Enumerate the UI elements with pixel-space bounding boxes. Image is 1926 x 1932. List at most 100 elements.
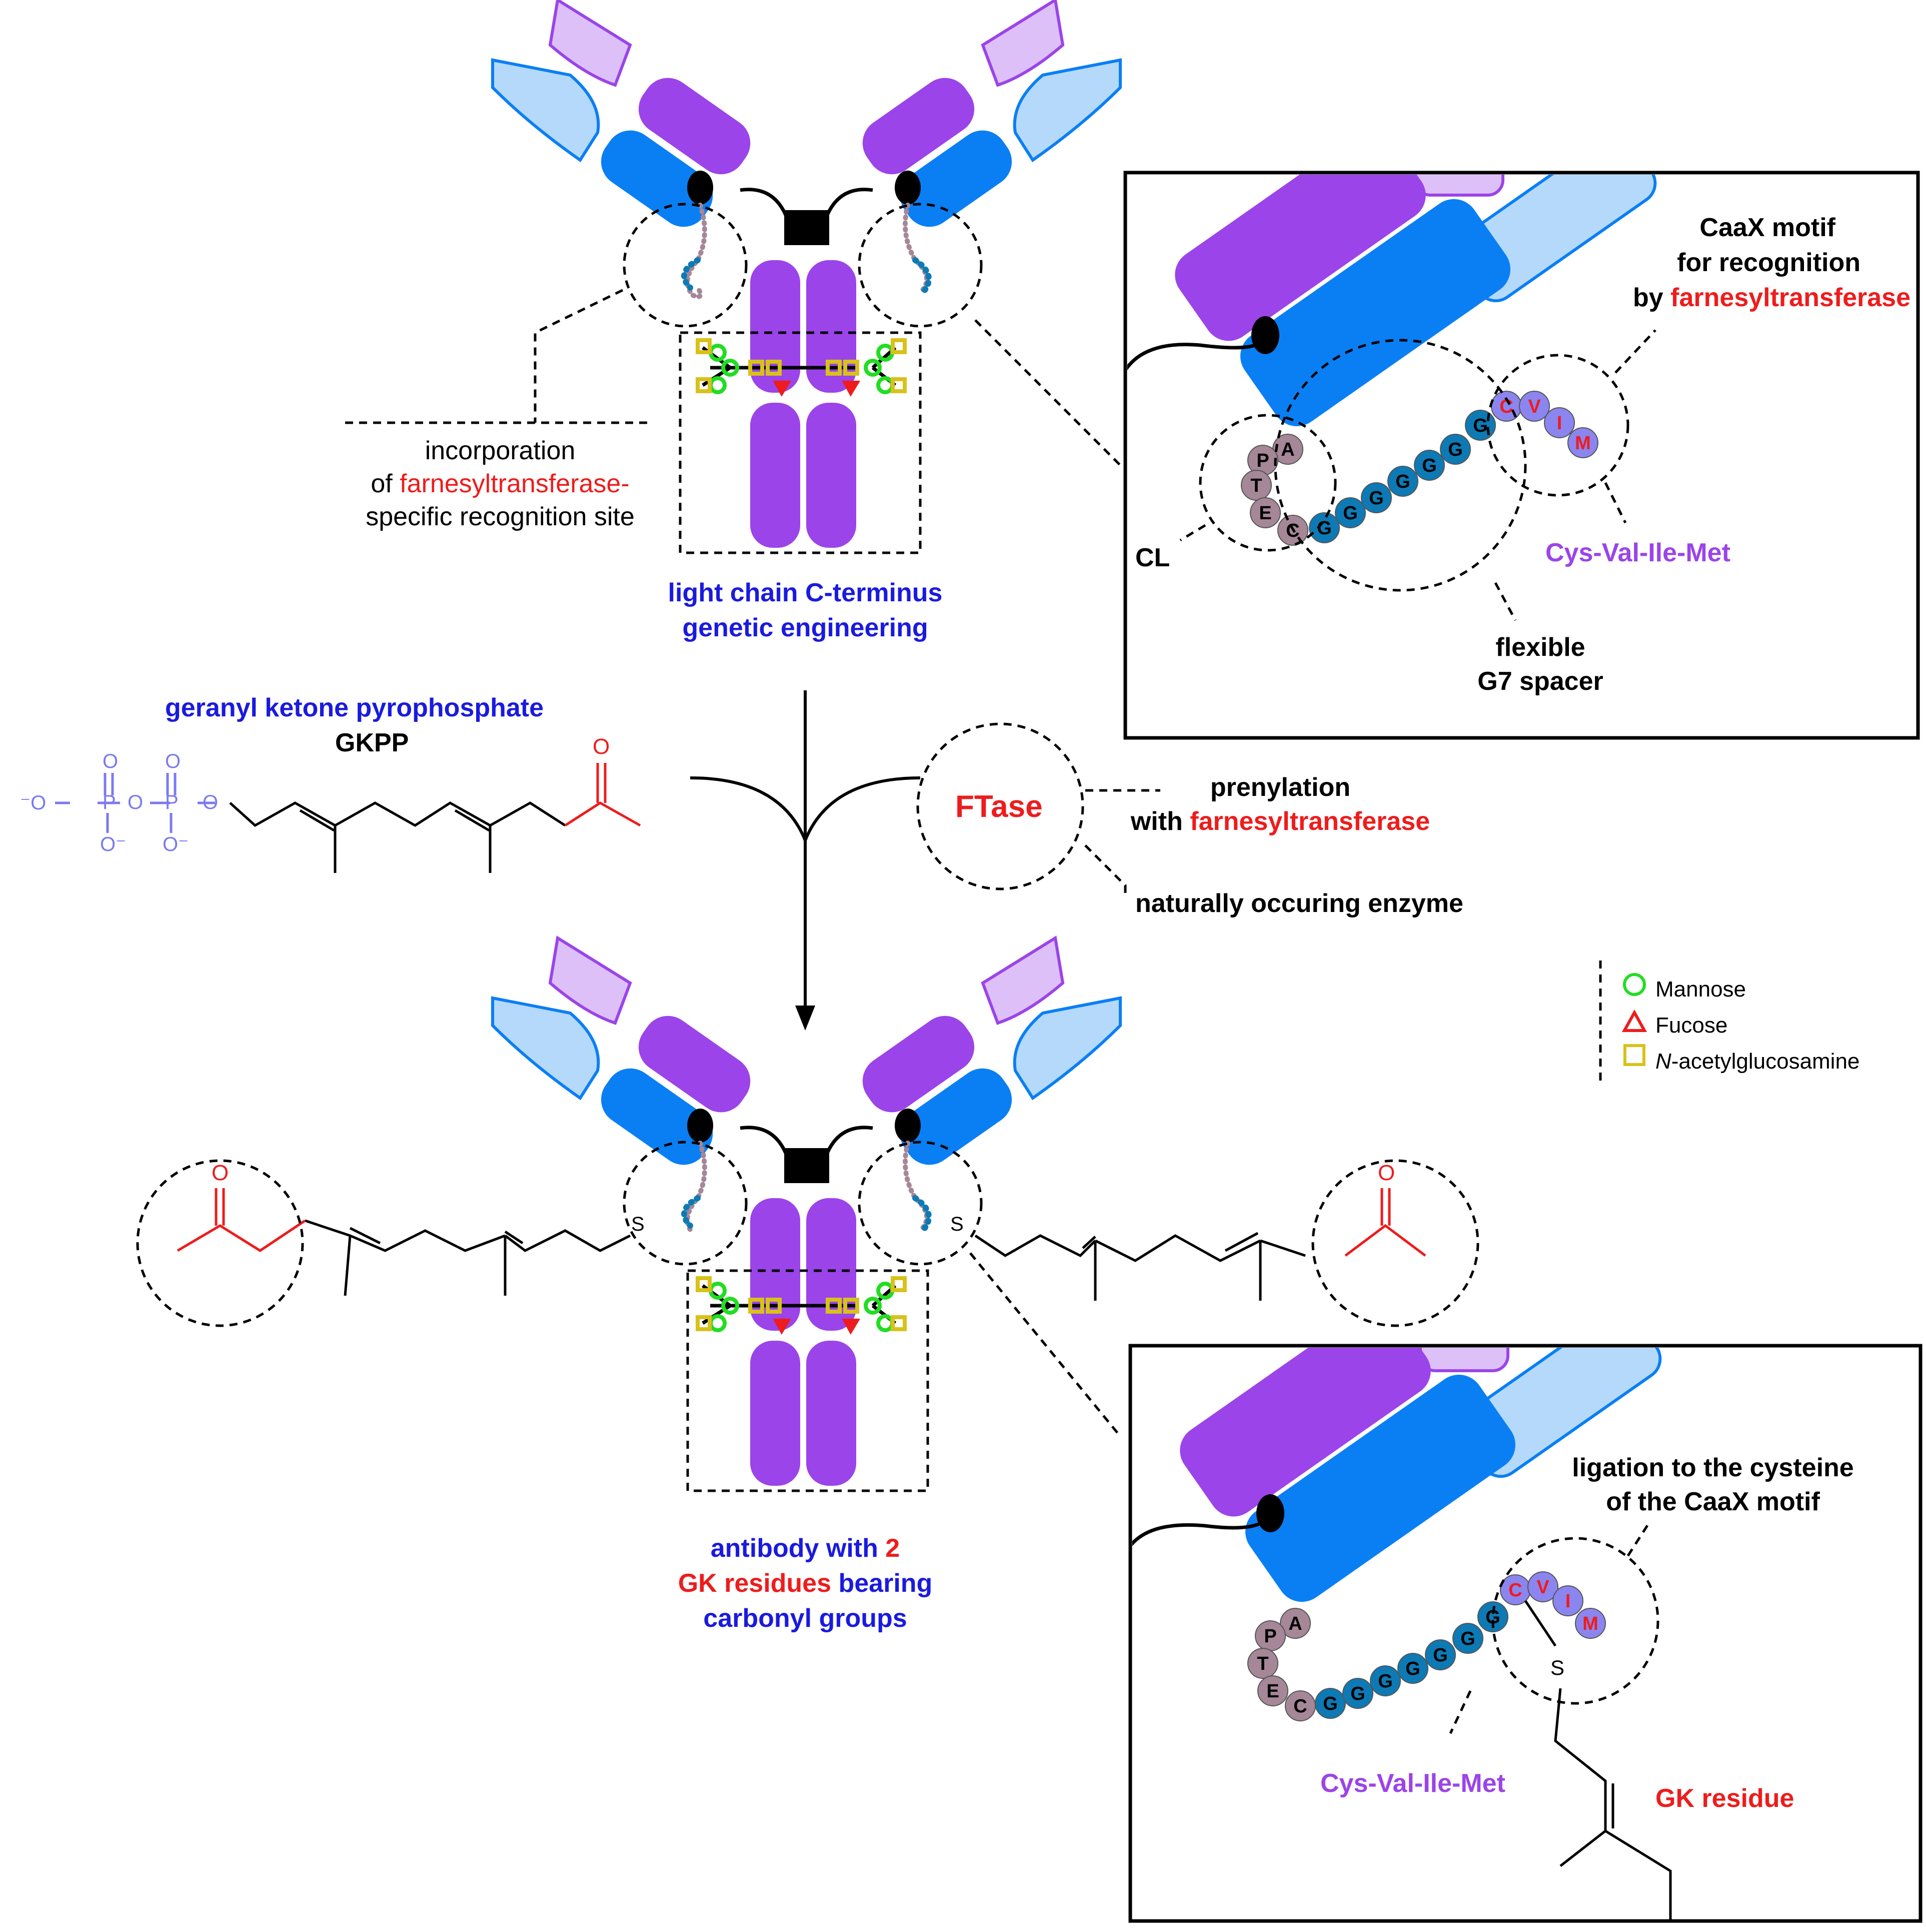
spacer-line1: flexible (1495, 633, 1585, 662)
legend-glcnac-symbol (1623, 1044, 1645, 1066)
caax-line1: CaaX motif (1699, 213, 1835, 242)
pp-o-minus1: O⁻ (100, 833, 127, 855)
svg-text:P: P (1256, 450, 1269, 471)
svg-text:M: M (1582, 1613, 1598, 1634)
prenylation-line2-prefix: with (1130, 807, 1190, 836)
spacer-line2: G7 spacer (1477, 667, 1603, 696)
svg-text:G: G (1395, 471, 1410, 492)
tag-bead-p: P (1247, 445, 1278, 476)
engineering-line1: light chain C-terminus (668, 578, 943, 607)
svg-text:M: M (1575, 433, 1591, 454)
pp-p1: P (103, 791, 116, 813)
sulfur-right: S (950, 1213, 964, 1235)
svg-text:V: V (1528, 396, 1541, 417)
antibody-conjugated (491, 935, 1122, 1492)
legend-mannose: Mannose (1655, 977, 1746, 1002)
svg-text:C: C (1293, 1696, 1307, 1717)
pp-o-top2: O (165, 750, 181, 772)
c-term-tags-top (681, 203, 932, 299)
svg-text:A: A (1288, 1613, 1302, 1634)
ligation-line2: of the CaaX motif (1606, 1487, 1820, 1516)
product-line2-red: GK residues (678, 1569, 832, 1598)
antibody-engineered (345, 0, 1124, 554)
incorporation-line1: incorporation (425, 436, 576, 465)
svg-text:G: G (1405, 1658, 1420, 1679)
legend (1599, 960, 1647, 1081)
svg-text:G: G (1343, 503, 1358, 524)
ftase-label: FTase (955, 789, 1043, 824)
glycine-bead-1: G (1309, 512, 1340, 543)
reagent-name: geranyl ketone pyrophosphate (165, 693, 544, 722)
glycine-bead-2: G (1342, 1678, 1373, 1709)
tag-bead-c: C (1285, 1690, 1316, 1721)
legend-fucose: Fucose (1655, 1013, 1728, 1038)
legend-text: Mannose Fucose N-acetylglucosamine (1655, 972, 1859, 1080)
incorporation-label: incorporation of farnesyltransferase- sp… (320, 434, 680, 533)
cvim-label-2: Cys-Val-Ile-Met (1320, 1769, 1505, 1798)
sulfur-left: S (631, 1213, 645, 1235)
svg-text:G: G (1350, 1683, 1365, 1704)
glycine-bead-4: G (1387, 466, 1418, 497)
glycine-bead-1: G (1315, 1688, 1346, 1719)
tag-bead-a: A (1272, 434, 1303, 465)
tag-bead-t: T (1247, 1648, 1278, 1679)
prenylation-line2-red: farnesyltransferase (1190, 807, 1430, 836)
legend-mannose-symbol (1623, 973, 1646, 996)
glycine-bead-3: G (1370, 1665, 1401, 1696)
svg-text:G: G (1317, 518, 1332, 539)
caax-bead-c: C (1500, 1574, 1531, 1605)
svg-text:E: E (1259, 503, 1271, 524)
caax-bead-v: V (1519, 391, 1550, 422)
glycine-bead-6: G (1440, 434, 1471, 465)
svg-text:P: P (1264, 1626, 1276, 1647)
fab-left (491, 0, 751, 227)
legend-glcnac-italic: N (1655, 1049, 1671, 1074)
pp-p2: P (165, 791, 179, 813)
incorporation-line2-prefix: of (371, 469, 400, 498)
svg-text:G: G (1460, 1628, 1475, 1649)
svg-text:G: G (1473, 415, 1488, 436)
legend-glcnac-label: -acetylglucosamine (1671, 1049, 1860, 1074)
glycine-bead-5: G (1414, 450, 1445, 481)
gk-chain-left (136, 1159, 631, 1327)
glycan-symbols-top (696, 338, 907, 397)
svg-text:T: T (1250, 475, 1262, 496)
ketone-o-right: O (1378, 1161, 1395, 1185)
caax-bead-v: V (1527, 1571, 1558, 1602)
ligation-label: ligation to the cysteine of the CaaX mot… (1520, 1451, 1905, 1519)
glycine-bead-3: G (1361, 482, 1392, 513)
svg-text:G: G (1369, 488, 1384, 509)
caax-label: CaaX motif for recognition by farnesyltr… (1550, 210, 1910, 315)
gk-residue-label: GK residue (1655, 1784, 1794, 1813)
product-label: antibody with 2 GK residues bearing carb… (625, 1531, 985, 1636)
legend-glcnac: N-acetylglucosamine (1655, 1044, 1859, 1080)
gk-chain-right (974, 1159, 1479, 1327)
svg-text:G: G (1433, 1645, 1448, 1666)
caax-bead-i: I (1544, 407, 1575, 438)
glycine-bead-5: G (1425, 1639, 1456, 1670)
incorporation-line3: specific recognition site (366, 502, 635, 531)
tag-bead-a: A (1280, 1608, 1311, 1639)
caax-line3-prefix: by (1633, 283, 1671, 312)
prenylation-label: prenylation with farnesyltransferase (1110, 770, 1450, 838)
cvim-label-1: Cys-Val-Ile-Met (1545, 538, 1730, 567)
product-line3: carbonyl groups (703, 1604, 907, 1633)
svg-text:C: C (1508, 1580, 1522, 1601)
callout-circle-left (623, 203, 748, 328)
spacer-label: flexible G7 spacer (1450, 630, 1630, 698)
pp-o-top1: O (103, 750, 119, 772)
product-line1-red: 2 (885, 1534, 900, 1563)
svg-text:G: G (1422, 455, 1437, 476)
svg-text:G: G (1378, 1671, 1393, 1692)
glycine-bead-6: G (1452, 1623, 1483, 1654)
natural-enzyme-label: naturally occuring enzyme (1135, 889, 1463, 918)
svg-text:A: A (1281, 439, 1294, 460)
caax-bead-m: M (1567, 427, 1598, 458)
svg-text:I: I (1557, 413, 1562, 434)
callout-circle-right (858, 203, 983, 328)
